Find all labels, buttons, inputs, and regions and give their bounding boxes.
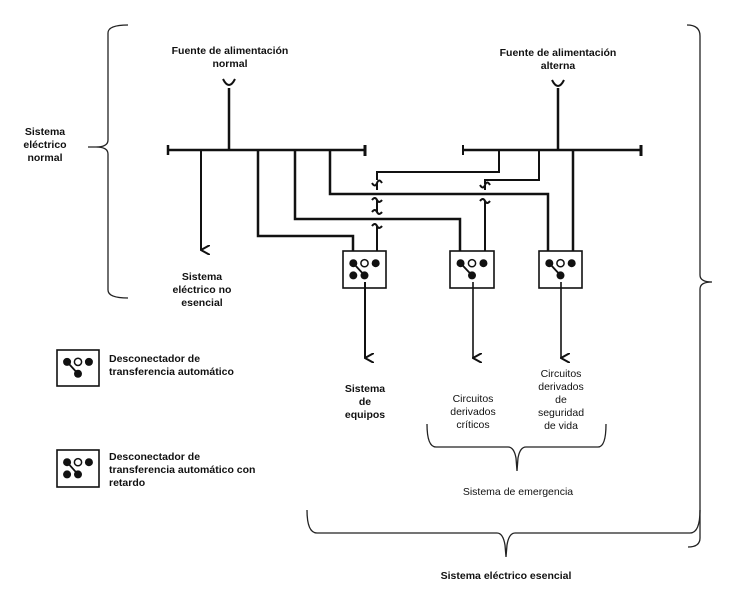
contact-normal <box>545 259 554 268</box>
feeder-normal-equipment <box>256 150 355 260</box>
contact-alternate <box>84 357 93 366</box>
crossover-icon <box>479 198 491 205</box>
contact-load <box>360 271 369 280</box>
contact-load <box>468 271 476 280</box>
feeder-normal-life-safety <box>328 150 550 260</box>
brace-normal-system <box>88 24 129 299</box>
brace-emergency <box>426 423 607 472</box>
crossover-icon <box>371 197 383 215</box>
contact-open <box>360 258 369 268</box>
legend-label-delayed: Desconectador de transferencia automátic… <box>109 451 256 489</box>
label-alternate-source: Fuente de alimentación alterna <box>499 47 617 72</box>
crossover-icon <box>479 181 491 190</box>
label-normal-system: Sistema eléctrico normal <box>23 126 67 164</box>
contact-alternate <box>567 259 576 268</box>
switch-box <box>342 250 387 289</box>
alternate-bus <box>462 145 643 156</box>
contact-open <box>73 357 83 367</box>
crossover-icon <box>371 179 383 190</box>
contact-normal <box>63 458 72 467</box>
switch-box <box>56 449 100 488</box>
contact-open <box>73 457 83 467</box>
contact-delay <box>349 271 358 280</box>
legend-label-automatic: Desconectador de transferencia automátic… <box>109 353 234 378</box>
brace-essential-right <box>686 24 713 548</box>
source-connector-icon <box>551 79 565 87</box>
contact-load <box>556 271 565 280</box>
contact-open <box>467 258 477 268</box>
feeder-normal-critical <box>293 150 462 260</box>
source-connector-icon <box>222 78 236 86</box>
contact-delay <box>63 470 72 479</box>
contact-load <box>74 470 82 479</box>
normal-bus <box>166 145 367 156</box>
contact-normal <box>456 259 465 268</box>
contact-alternate <box>84 458 93 467</box>
contact-normal <box>349 259 358 268</box>
contact-normal <box>63 357 72 366</box>
contact-alternate <box>371 259 380 268</box>
label-emergency-system: Sistema de emergencia <box>462 486 574 498</box>
label-life-safety-circuits: Circuitos derivados de seguridad de vida <box>537 368 585 432</box>
transfer-switches <box>342 250 583 289</box>
label-non-essential-system: Sistema eléctrico no esencial <box>172 271 232 309</box>
crossover-symbols <box>371 179 491 231</box>
transfer-switch-life-safety <box>538 250 583 289</box>
switch-box <box>56 349 100 387</box>
contact-alternate <box>479 259 488 268</box>
label-equipment-system: Sistema de equipos <box>344 383 386 421</box>
transfer-switch-critical <box>449 250 495 289</box>
legend-symbols <box>56 349 100 488</box>
contact-load <box>74 369 82 378</box>
crossover-icon <box>371 223 383 231</box>
switch-box <box>449 250 495 289</box>
alternate-source <box>551 79 565 150</box>
delayed-transfer-switch-icon <box>56 449 100 488</box>
automatic-transfer-switch-icon <box>56 349 100 387</box>
label-essential-system: Sistema eléctrico esencial <box>440 570 572 582</box>
brace-essential-bottom <box>306 509 701 558</box>
label-critical-circuits: Circuitos derivados críticos <box>450 393 496 431</box>
transfer-switch-equipment <box>342 250 387 289</box>
feeder-alt-critical <box>484 150 540 184</box>
contact-open <box>556 258 565 268</box>
label-normal-source: Fuente de alimentación normal <box>171 45 289 70</box>
feeder-alt-equipment <box>376 150 500 180</box>
normal-source <box>222 78 236 150</box>
switch-box <box>538 250 583 289</box>
